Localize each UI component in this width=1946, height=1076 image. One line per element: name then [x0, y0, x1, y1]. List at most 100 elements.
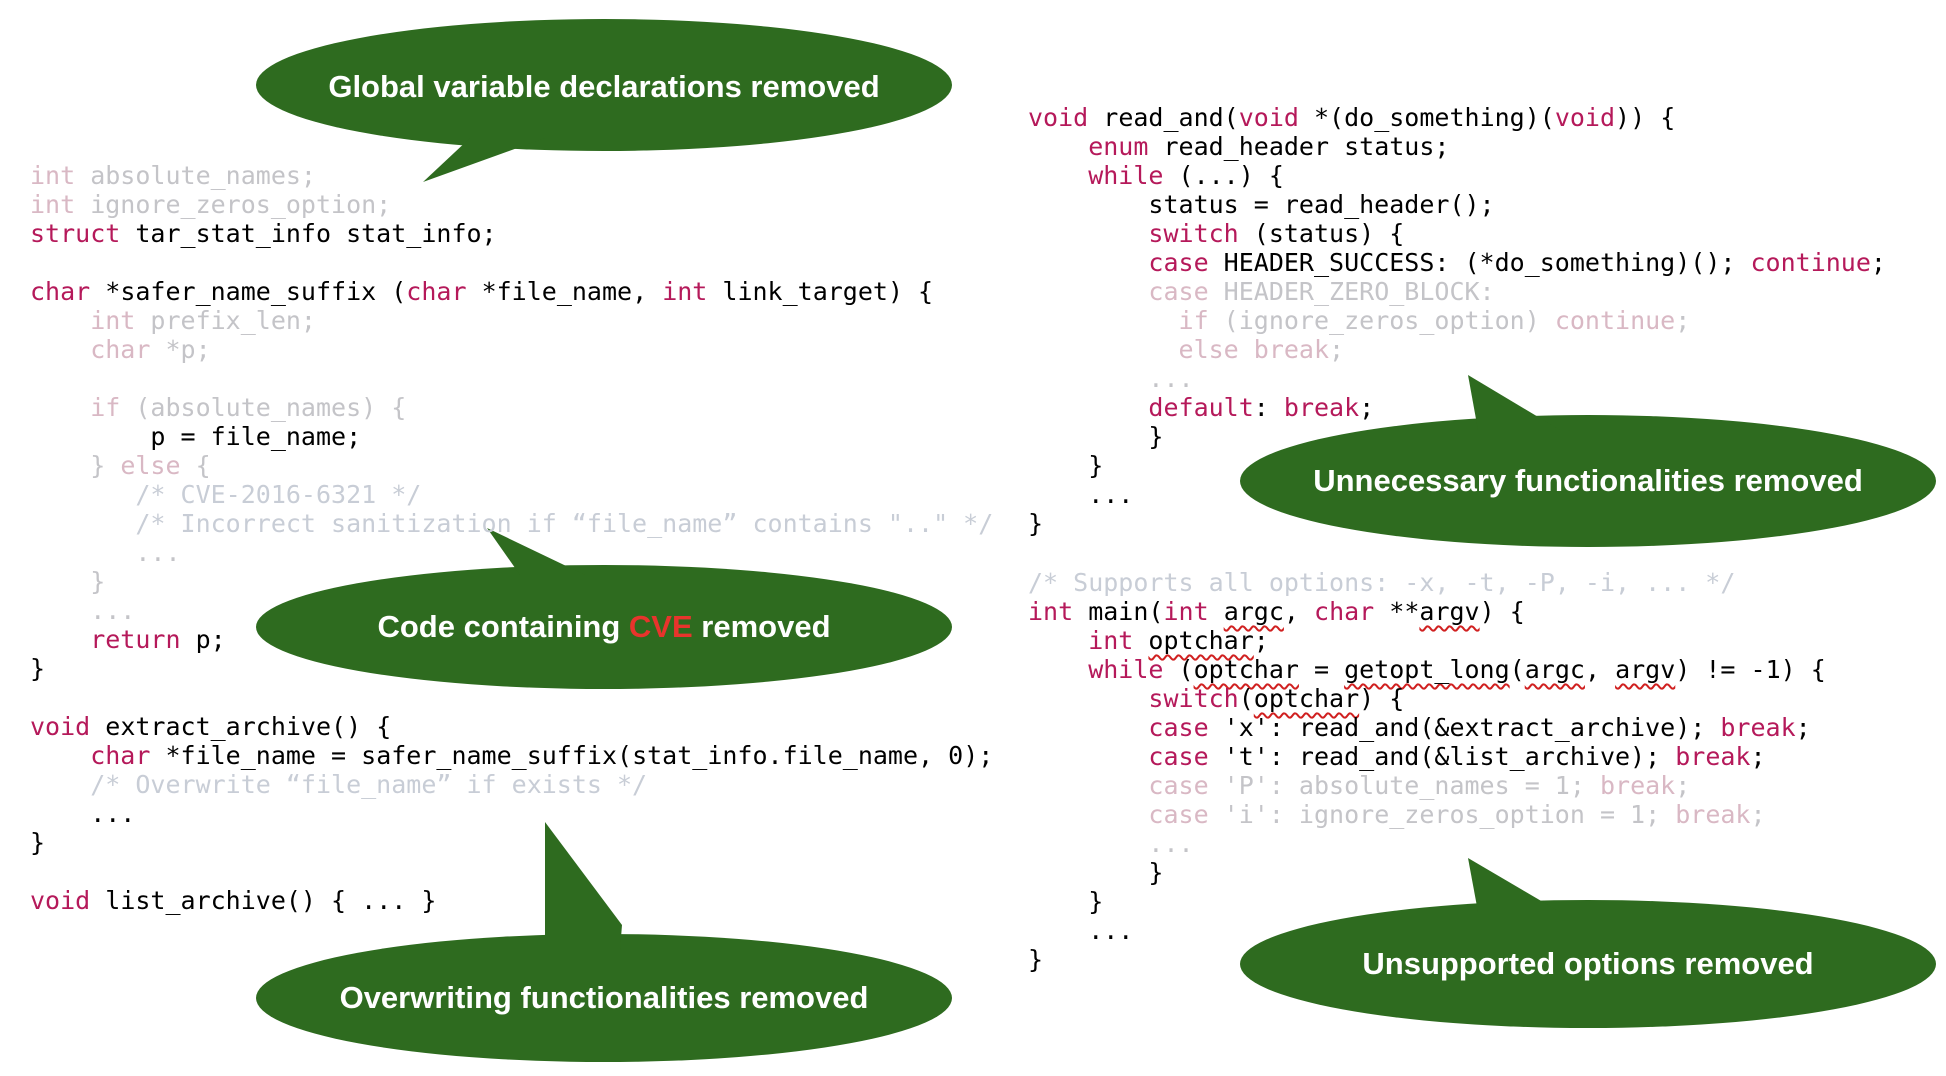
code-token: getopt_long [1344, 655, 1510, 684]
code-line: if (absolute_names) { [30, 393, 993, 422]
code-token: break [1599, 771, 1676, 800]
code-line: ... [1028, 364, 1886, 393]
bubble-unnecessary [1240, 375, 1936, 547]
code-token: 'x': read_and(&extract_archive); [1208, 713, 1721, 742]
code-token: ) != -1) { [1675, 655, 1826, 684]
code-token: main( [1073, 597, 1164, 626]
code-token: 'i': ignore_zeros_option = 1; [1208, 800, 1676, 829]
code-line: char *p; [30, 335, 993, 364]
code-token: = [1298, 655, 1345, 684]
code-line: } [1028, 858, 1826, 887]
code-token: argv [1615, 655, 1676, 684]
code-token: (...) { [1163, 161, 1284, 190]
code-line: enum read_header status; [1028, 132, 1886, 161]
code-line: while (optchar = getopt_long(argc, argv)… [1028, 655, 1826, 684]
code-line: ... [1028, 480, 1886, 509]
code-token: ... [1028, 364, 1194, 393]
code-token: } [30, 567, 106, 596]
code-line: while (...) { [1028, 161, 1886, 190]
code-token: case [1028, 800, 1209, 829]
code-token: , [1283, 597, 1315, 626]
code-line: } [30, 828, 993, 857]
code-line: case 'i': ignore_zeros_option = 1; break… [1028, 800, 1826, 829]
code-line: } else { [30, 451, 993, 480]
code-line: ... [30, 596, 993, 625]
code-line: case HEADER_SUCCESS: (*do_something)(); … [1028, 248, 1886, 277]
code-listing-left: int absolute_names;int ignore_zeros_opti… [30, 161, 993, 915]
code-token: char [406, 277, 467, 306]
code-token: { [180, 451, 211, 480]
code-line [30, 364, 993, 393]
code-token: read_header status; [1148, 132, 1450, 161]
code-token [1209, 597, 1224, 626]
code-token: void [1028, 103, 1089, 132]
code-token: ; [1750, 742, 1766, 771]
code-token: } [30, 828, 46, 857]
code-token: HEADER_ZERO_BLOCK: [1208, 277, 1495, 306]
code-token: int [30, 306, 136, 335]
code-token: char [30, 277, 91, 306]
code-token: argc [1223, 597, 1284, 626]
bubble-global-vars [256, 19, 952, 182]
code-line: case 'P': absolute_names = 1; break; [1028, 771, 1826, 800]
code-token: } [1028, 509, 1044, 538]
code-line: } [1028, 509, 1886, 538]
code-line: int ignore_zeros_option; [30, 190, 993, 219]
code-line: case 't': read_and(&list_archive); break… [1028, 742, 1826, 771]
code-token: break [1675, 800, 1751, 829]
code-token: break [1675, 742, 1751, 771]
code-token: ( [1238, 684, 1254, 713]
code-token: *p; [150, 335, 211, 364]
code-line: status = read_header(); [1028, 190, 1886, 219]
code-line: if (ignore_zeros_option) continue; [1028, 306, 1886, 335]
code-token: ) { [1479, 597, 1525, 626]
code-line: switch(optchar) { [1028, 684, 1826, 713]
code-token: ... [30, 538, 181, 567]
code-token: read_and( [1088, 103, 1239, 132]
code-token: argc [1524, 655, 1585, 684]
code-token: 't': read_and(&list_archive); [1208, 742, 1676, 771]
code-line: /* Incorrect sanitization if “file_name”… [30, 509, 993, 538]
code-token: argv [1419, 597, 1480, 626]
code-line: void read_and(void *(do_something)(void)… [1028, 103, 1886, 132]
bubble-label-overwriting: Overwriting functionalities removed [339, 980, 869, 1015]
code-token: void [1554, 103, 1616, 132]
code-line [30, 248, 993, 277]
code-line: ... [30, 799, 993, 828]
code-line: } [1028, 887, 1826, 916]
code-token: ; [1750, 800, 1766, 829]
code-token: char [1314, 597, 1375, 626]
code-line: p = file_name; [30, 422, 993, 451]
code-line: char *file_name = safer_name_suffix(stat… [30, 741, 993, 770]
code-token: 'P': absolute_names = 1; [1208, 771, 1600, 800]
code-token: HEADER_SUCCESS: (*do_something)(); [1208, 248, 1751, 277]
cve-label-suffix: removed [692, 609, 831, 644]
code-token [1239, 335, 1254, 364]
code-line: int absolute_names; [30, 161, 993, 190]
code-token: link_target) { [707, 277, 934, 306]
code-line: default: break; [1028, 393, 1886, 422]
code-line: case 'x': read_and(&extract_archive); br… [1028, 713, 1826, 742]
code-line: ... [30, 538, 993, 567]
code-token: extract_archive() { [90, 712, 392, 741]
code-line: int main(int argc, char **argv) { [1028, 597, 1826, 626]
code-token: return [30, 625, 181, 654]
code-line: } [1028, 422, 1886, 451]
code-line: char *safer_name_suffix (char *file_name… [30, 277, 993, 306]
code-token: ... [1028, 829, 1194, 858]
code-token: optchar [1148, 626, 1254, 655]
code-token: ... [1028, 480, 1134, 509]
code-token: } [1028, 422, 1164, 451]
code-token: int [30, 190, 76, 219]
code-line: } [30, 654, 993, 683]
cve-highlight: CVE [628, 609, 693, 644]
code-line [30, 857, 993, 886]
code-token: optchar [1253, 684, 1360, 713]
code-token: (absolute_names) { [120, 393, 407, 422]
code-token: } [30, 451, 121, 480]
code-token: void [30, 712, 91, 741]
code-token: /* CVE-2016-6321 */ [30, 480, 422, 509]
code-token: *file_name = safer_name_suffix(stat_info… [150, 741, 994, 770]
code-token: } [1028, 887, 1104, 916]
code-token: ** [1374, 597, 1420, 626]
